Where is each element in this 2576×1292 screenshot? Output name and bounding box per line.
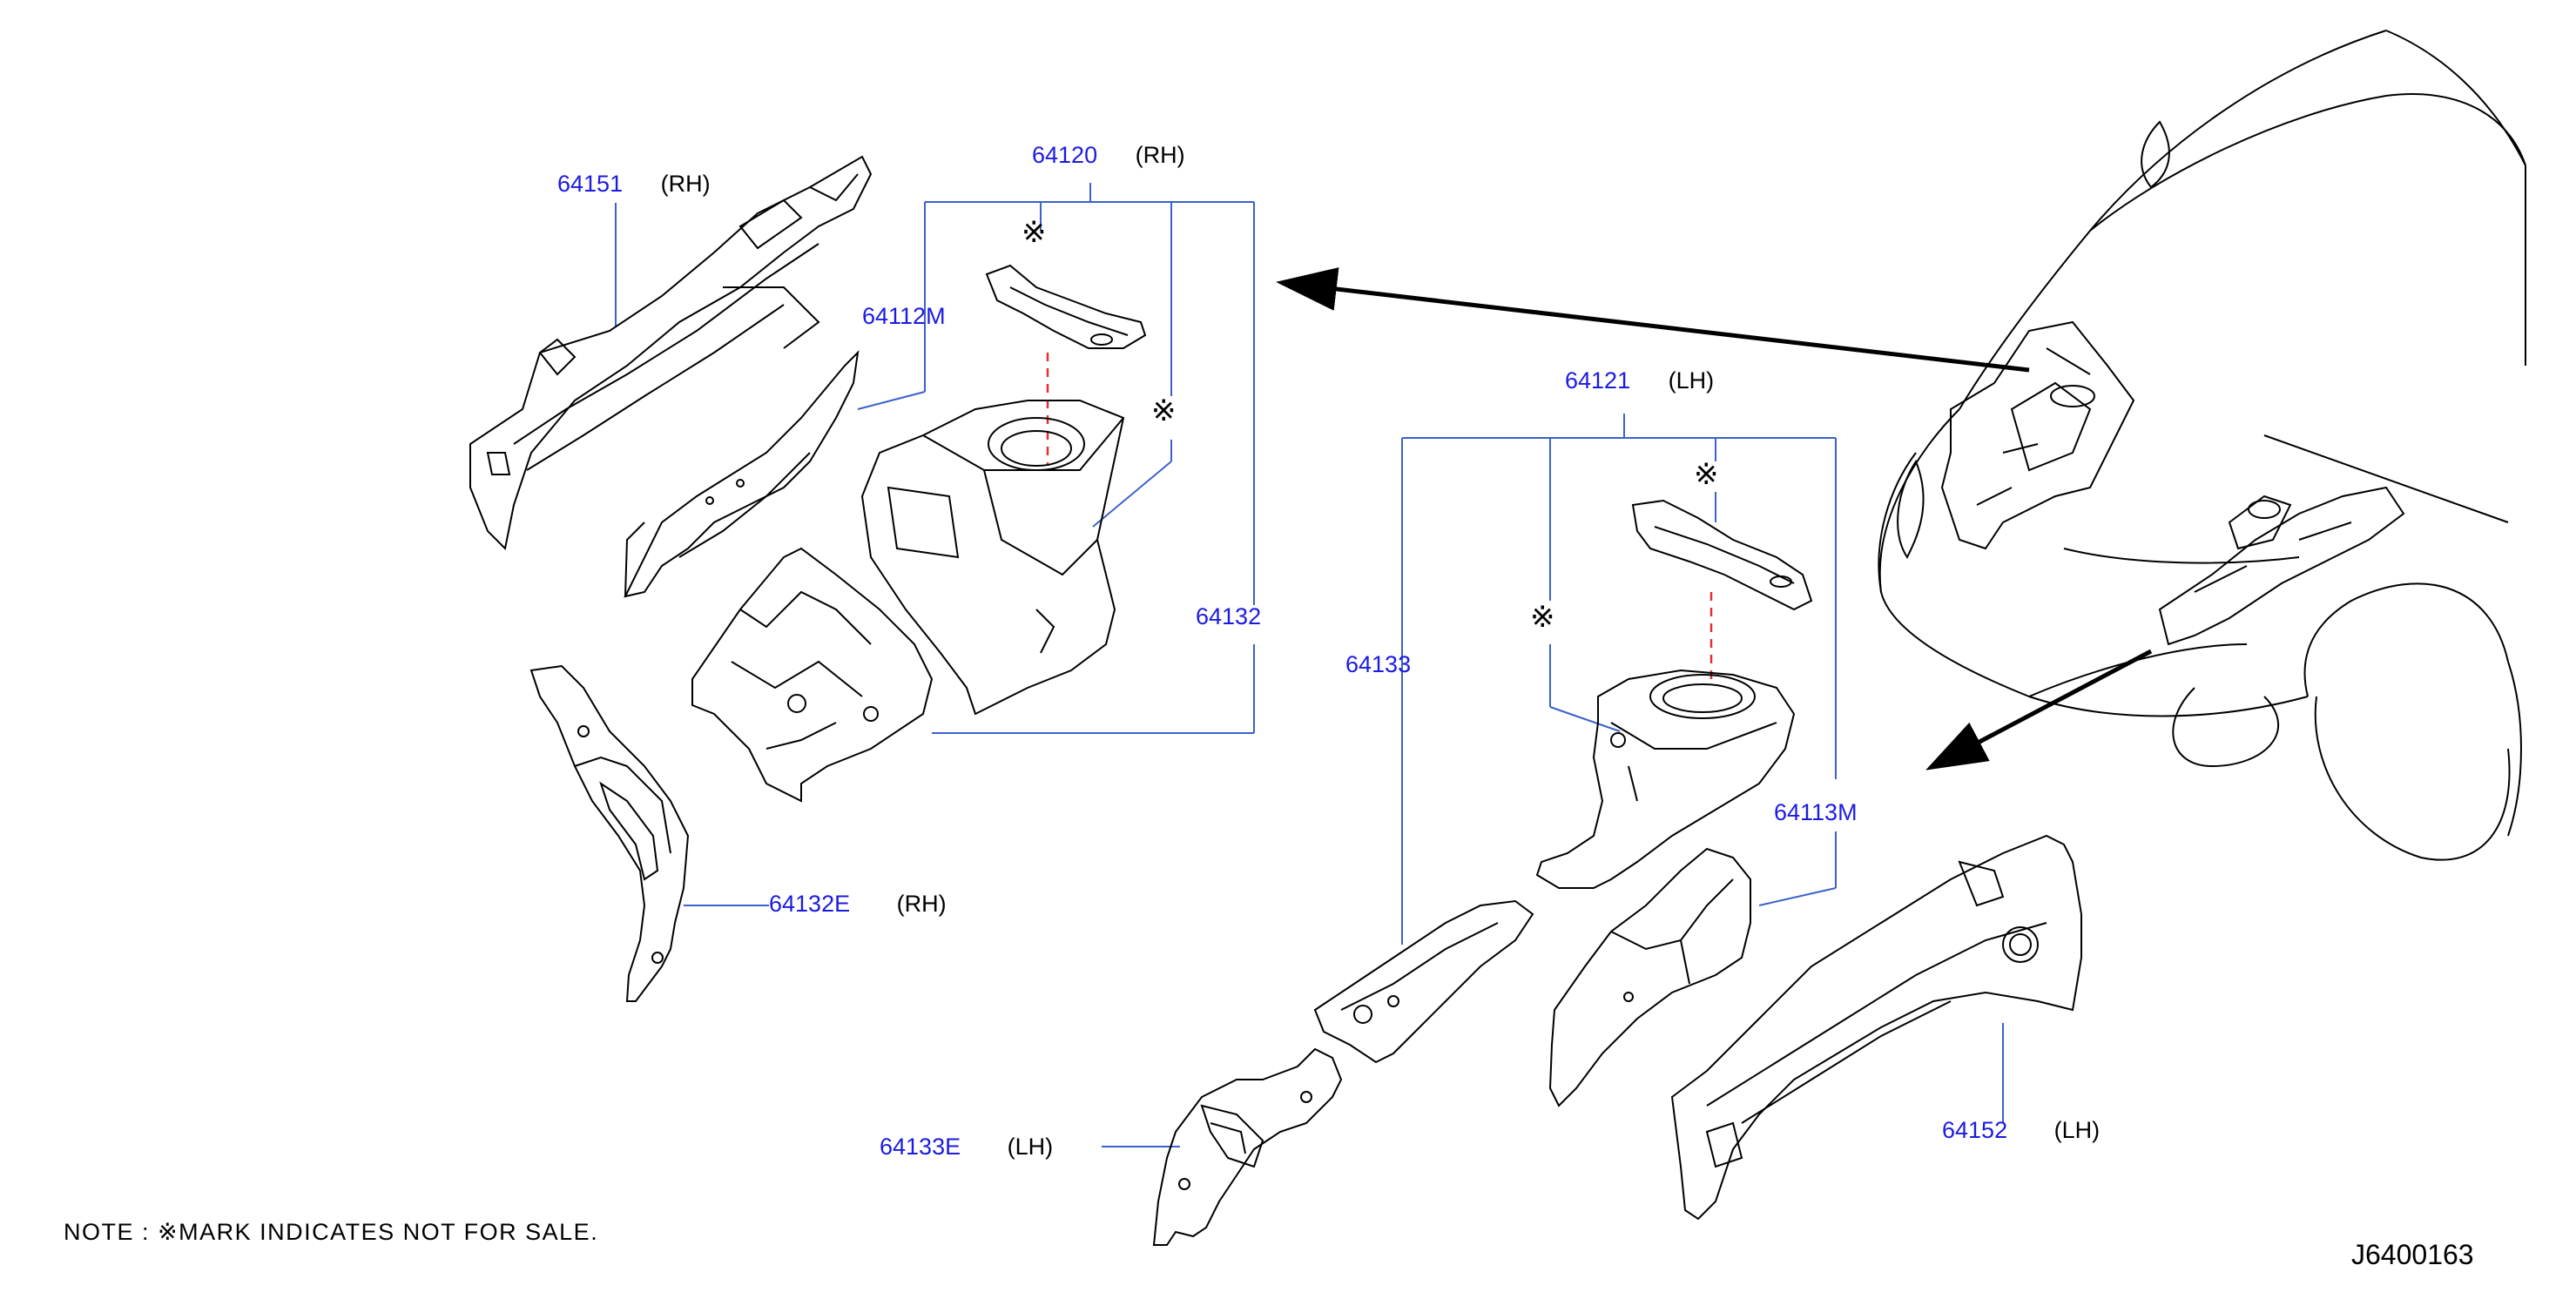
part-64133E-drawing [1152, 1047, 1343, 1246]
leader-lines [615, 183, 2004, 1147]
label-64132: 64132 [1196, 603, 1261, 629]
part-number: 64113M [1774, 799, 1858, 825]
part-number: 64121 [1565, 367, 1631, 394]
part-64112M-drawing [624, 350, 860, 598]
label-64133: 64133 [1345, 651, 1411, 677]
part-number: 64112M [862, 303, 946, 329]
label-64113M: 64113M [1774, 799, 1858, 825]
not-for-sale-mark: ※ [1530, 600, 1555, 635]
attachment-dashes [1046, 353, 1713, 679]
not-for-sale-mark: ※ [1694, 457, 1719, 492]
part-64151-drawing [469, 155, 873, 551]
part-number: 64133E [880, 1134, 961, 1160]
part-number: 64120 [1032, 142, 1098, 168]
label-64112M: 64112M [862, 303, 946, 329]
label-64121: 64121 (LH) [1565, 367, 1714, 394]
diagram-code: J6400163 [2351, 1239, 2474, 1270]
label-64133E: 64133E (LH) [880, 1134, 1053, 1160]
vehicle-outline [1878, 30, 2526, 861]
not-for-sale-mark: ※ [1151, 394, 1177, 428]
not-for-sale-mark: ※ [1022, 215, 1047, 250]
part-64132-lower-drawing [691, 547, 934, 803]
part-64133-drawing [1535, 669, 1796, 889]
side-label: (LH) [1668, 367, 1715, 394]
part-64113M-drawing [1548, 847, 1751, 1107]
label-64132E: 64132E (RH) [769, 891, 947, 917]
side-label: (RH) [896, 891, 947, 917]
part-number: 64132 [1196, 603, 1262, 629]
part-64133-lower-drawing [1313, 899, 1534, 1064]
part-number: 64151 [557, 171, 624, 197]
part-64152-drawing [1670, 834, 2082, 1221]
side-label: (LH) [2053, 1117, 2101, 1143]
side-label: (RH) [1135, 142, 1185, 168]
part-64132-drawing [860, 400, 1125, 716]
footnote: NOTE : ※MARK INDICATES NOT FOR SALE. [64, 1219, 599, 1245]
part-64112M-bracket-drawing [985, 264, 1147, 349]
part-64113M-bracket-drawing [1631, 499, 1813, 611]
part-number: 64132E [769, 891, 851, 917]
label-64120: 64120 (RH) [1032, 142, 1185, 168]
side-label: (LH) [1007, 1134, 1054, 1160]
callout-arrows [1276, 267, 2153, 770]
label-64152: 64152 (LH) [1942, 1117, 2100, 1143]
in-vehicle-assemblies [1940, 320, 2405, 646]
part-number: 64133 [1345, 651, 1412, 677]
side-label: (RH) [660, 171, 711, 197]
part-number: 64152 [1942, 1117, 2008, 1143]
part-64132E-drawing [529, 664, 690, 1002]
label-64151: 64151 (RH) [557, 171, 711, 197]
